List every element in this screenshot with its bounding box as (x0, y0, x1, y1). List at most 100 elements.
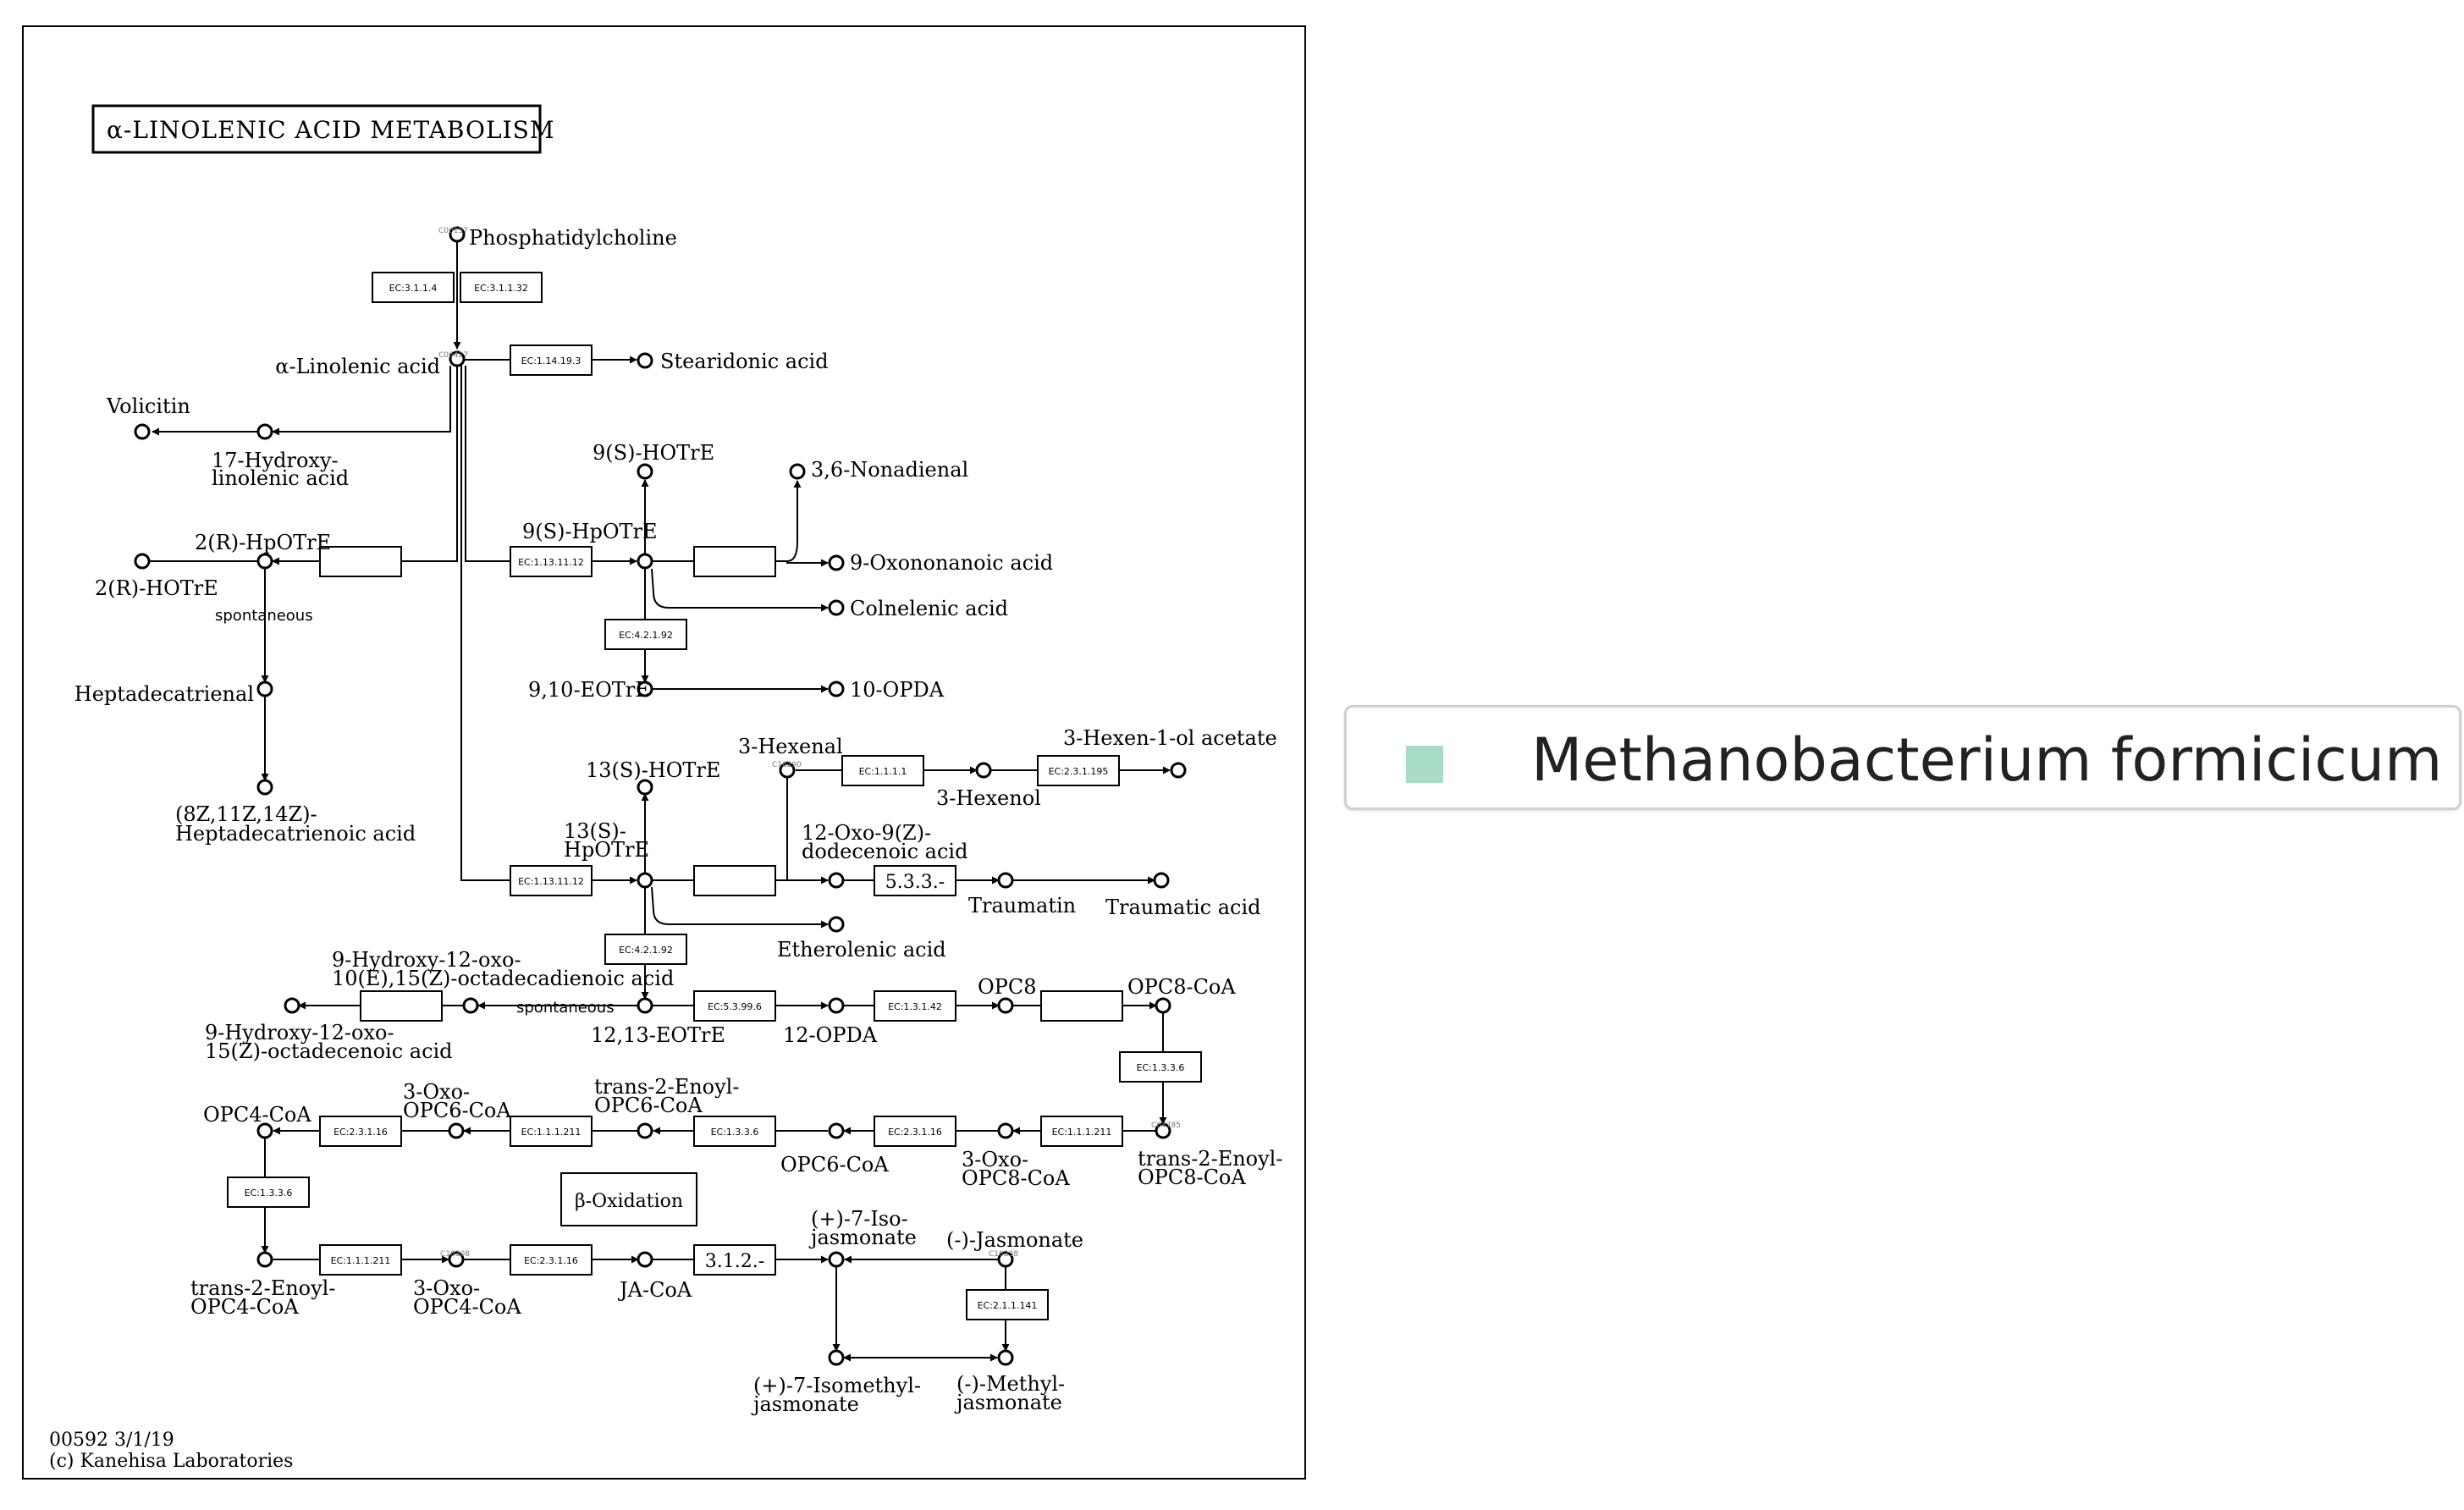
compound-label: 9-Oxononanoic acid (850, 551, 1053, 575)
enzyme-ec-1-3-3-6-b[interactable] (693, 1116, 776, 1147)
compound-label: OPC4-CoA (413, 1295, 521, 1319)
compound-node[interactable] (637, 352, 653, 369)
compound-node[interactable] (134, 553, 151, 570)
compound-node[interactable] (779, 762, 796, 779)
compound-node[interactable] (256, 553, 273, 570)
compound-label: Traumatic acid (1105, 896, 1261, 919)
compound-node[interactable] (284, 997, 300, 1014)
enzyme-ec-1-3-3-6-c[interactable] (227, 1177, 310, 1208)
compound-node[interactable] (256, 681, 273, 697)
compound-node[interactable] (448, 1122, 465, 1139)
compound-node[interactable] (637, 1122, 653, 1139)
compound-node[interactable] (637, 463, 653, 480)
compound-node[interactable] (997, 997, 1014, 1014)
compound-node[interactable] (1170, 762, 1187, 779)
enzyme-ec-5-3-99-6[interactable] (693, 990, 776, 1022)
compound-label: OPC6-CoA (594, 1094, 703, 1117)
compound-node[interactable] (637, 997, 653, 1014)
compound-node[interactable] (828, 916, 845, 933)
compound-node[interactable] (997, 1122, 1014, 1139)
enzyme-label: EC:3.1.1.32 (474, 283, 528, 294)
compound-node[interactable] (828, 872, 845, 889)
enzyme-ec-2-3-1-195[interactable] (1037, 755, 1120, 786)
compound-node[interactable] (828, 599, 845, 616)
enzyme-label: EC:5.3.99.6 (708, 1001, 762, 1012)
compound-node[interactable] (462, 997, 479, 1014)
compound-node[interactable] (828, 1349, 845, 1366)
enzyme-ec-3-1-1-32[interactable] (460, 272, 543, 303)
compound-node[interactable] (637, 553, 653, 570)
enzyme-ec-2-1-1-141[interactable] (966, 1289, 1049, 1320)
enzyme-empty-9s[interactable] (693, 546, 776, 577)
compound-label: OPC8 (978, 975, 1036, 999)
enzyme-labels: EC:3.1.1.4 EC:3.1.1.32 EC:1.14.19.3 EC:1… (245, 283, 1185, 1311)
compound-node[interactable] (637, 779, 653, 796)
compound-node[interactable] (828, 997, 845, 1014)
enzyme-label: EC:2.3.1.16 (888, 1127, 942, 1138)
enzyme-ec-1-3-1-42[interactable] (874, 990, 956, 1022)
enzyme-empty-2r[interactable] (319, 546, 402, 577)
beta-oxidation-box[interactable] (560, 1172, 697, 1226)
compound-label: 15(Z)-octadecenoic acid (205, 1039, 453, 1063)
compound-label: Stearidonic acid (660, 350, 829, 373)
enzyme-5-3-3[interactable] (874, 865, 956, 896)
compound-node[interactable] (637, 681, 653, 697)
compound-node[interactable] (637, 872, 653, 889)
enzyme-ec-1-14-19-3[interactable] (510, 344, 593, 376)
compound-label: 2(R)-HpOTrE (195, 531, 331, 554)
compound-node[interactable] (828, 554, 845, 571)
compound-node[interactable] (975, 762, 992, 779)
enzyme-empty-opc8[interactable] (1040, 990, 1123, 1022)
enzyme-ec-4-2-1-92-a[interactable] (604, 619, 687, 650)
compound-node[interactable] (449, 226, 466, 243)
enzyme-ec-1-3-3-6-a[interactable] (1119, 1051, 1202, 1083)
enzyme-ec-1-1-1-1[interactable] (841, 755, 924, 786)
compound-node[interactable] (637, 1251, 653, 1268)
enzyme-ec-1-1-1-211-c[interactable] (319, 1244, 402, 1276)
beta-oxidation-label: β-Oxidation (575, 1191, 683, 1212)
enzyme-ec-1-1-1-211-a[interactable] (1040, 1116, 1123, 1147)
enzyme-empty-hydroxy[interactable] (360, 990, 443, 1022)
enzyme-3-1-2[interactable] (693, 1244, 776, 1276)
enzyme-label: EC:2.1.1.141 (978, 1300, 1038, 1311)
compound-node[interactable] (828, 1122, 845, 1139)
compound-label: 9(S)-HOTrE (593, 441, 714, 465)
compound-nodes (134, 226, 1187, 1366)
compound-node[interactable] (256, 1251, 273, 1268)
compound-node[interactable] (997, 1349, 1014, 1366)
enzyme-ec-2-3-1-16-c[interactable] (510, 1244, 593, 1276)
enzyme-ec-3-1-1-4[interactable] (372, 272, 455, 303)
compound-node[interactable] (997, 872, 1014, 889)
enzyme-ec-2-3-1-16-a[interactable] (874, 1116, 956, 1147)
compound-node[interactable] (997, 1251, 1014, 1268)
compound-node[interactable] (789, 463, 806, 480)
compound-node[interactable] (256, 423, 273, 440)
compound-node[interactable] (449, 350, 466, 367)
compound-node[interactable] (256, 779, 273, 796)
compound-id: C00157 (438, 227, 468, 235)
compound-label: 12,13-EOTrE (591, 1023, 725, 1047)
enzyme-ec-4-2-1-92-b[interactable] (604, 934, 687, 965)
compound-id: C06427 (438, 351, 468, 360)
compound-node[interactable] (828, 1251, 845, 1268)
enzyme-ec-1-13-11-12-b[interactable] (510, 865, 593, 896)
enzyme-ec-1-1-1-211-b[interactable] (510, 1116, 593, 1147)
enzyme-label: EC:4.2.1.92 (619, 630, 673, 641)
enzyme-ec-1-13-11-12-a[interactable] (510, 546, 593, 577)
compound-label: 9,10-EOTrE (528, 678, 650, 702)
compound-label: OPC6-CoA (403, 1099, 511, 1122)
compound-node[interactable] (828, 681, 845, 697)
compound-node[interactable] (1153, 872, 1170, 889)
compound-label: trans-2-Enoyl- (594, 1075, 739, 1099)
compound-label: OPC8-CoA (1127, 975, 1236, 999)
compound-node[interactable] (134, 423, 151, 440)
compound-node[interactable] (448, 1251, 465, 1268)
compound-node[interactable] (256, 1122, 273, 1139)
enzyme-ec-2-3-1-16-b[interactable] (319, 1116, 402, 1147)
compound-label: α-Linolenic acid (275, 355, 440, 378)
compound-label: 10-OPDA (850, 678, 945, 702)
compound-label: linolenic acid (212, 466, 349, 490)
compound-node[interactable] (1155, 1122, 1171, 1139)
enzyme-empty-13s[interactable] (693, 865, 776, 896)
compound-node[interactable] (1155, 997, 1171, 1014)
